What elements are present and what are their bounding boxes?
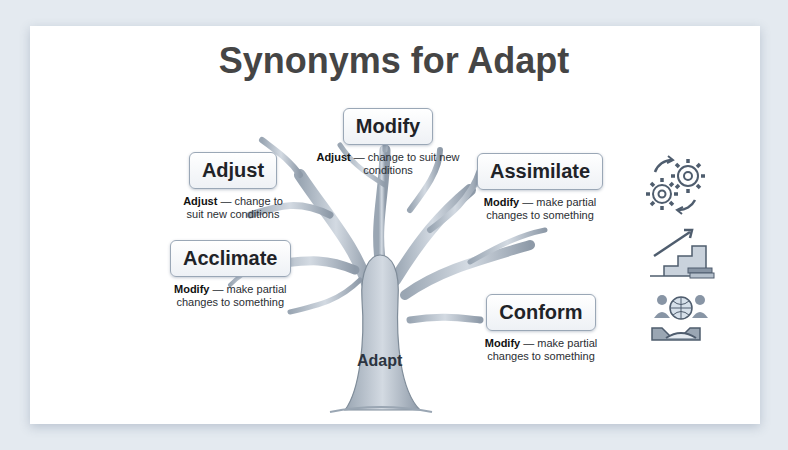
synonym-box: Assimilate (477, 153, 603, 190)
diagram-title: Synonyms for Adapt (0, 40, 788, 82)
synonym-box: Conform (486, 294, 595, 331)
synonym-definition: Modify — make partial changes to somethi… (170, 283, 290, 309)
synonym-box: Adjust (189, 152, 277, 189)
synonym-box: Modify (343, 108, 433, 145)
synonym-node: ModifyAdjust — change to suit new condit… (311, 108, 465, 177)
stairs-icon (650, 230, 714, 278)
synonym-definition: Adjust — change to suit new conditions (313, 151, 463, 177)
people-handshake-icon (652, 295, 708, 340)
synonym-node: AcclimateModify — make partial changes t… (168, 240, 293, 309)
trunk-label: Adapt (357, 352, 402, 370)
synonym-definition: Modify — make partial changes to somethi… (480, 196, 600, 222)
synonym-definition: Modify — make partial changes to somethi… (481, 337, 601, 363)
synonym-definition: Adjust — change to suit new conditions (177, 195, 289, 221)
synonym-node: AssimilateModify — make partial changes … (475, 153, 605, 222)
gears-icon (646, 156, 705, 214)
synonym-node: ConformModify — make partial changes to … (479, 294, 603, 363)
synonym-node: AdjustAdjust — change to suit new condit… (175, 152, 291, 221)
synonym-box: Acclimate (170, 240, 291, 277)
